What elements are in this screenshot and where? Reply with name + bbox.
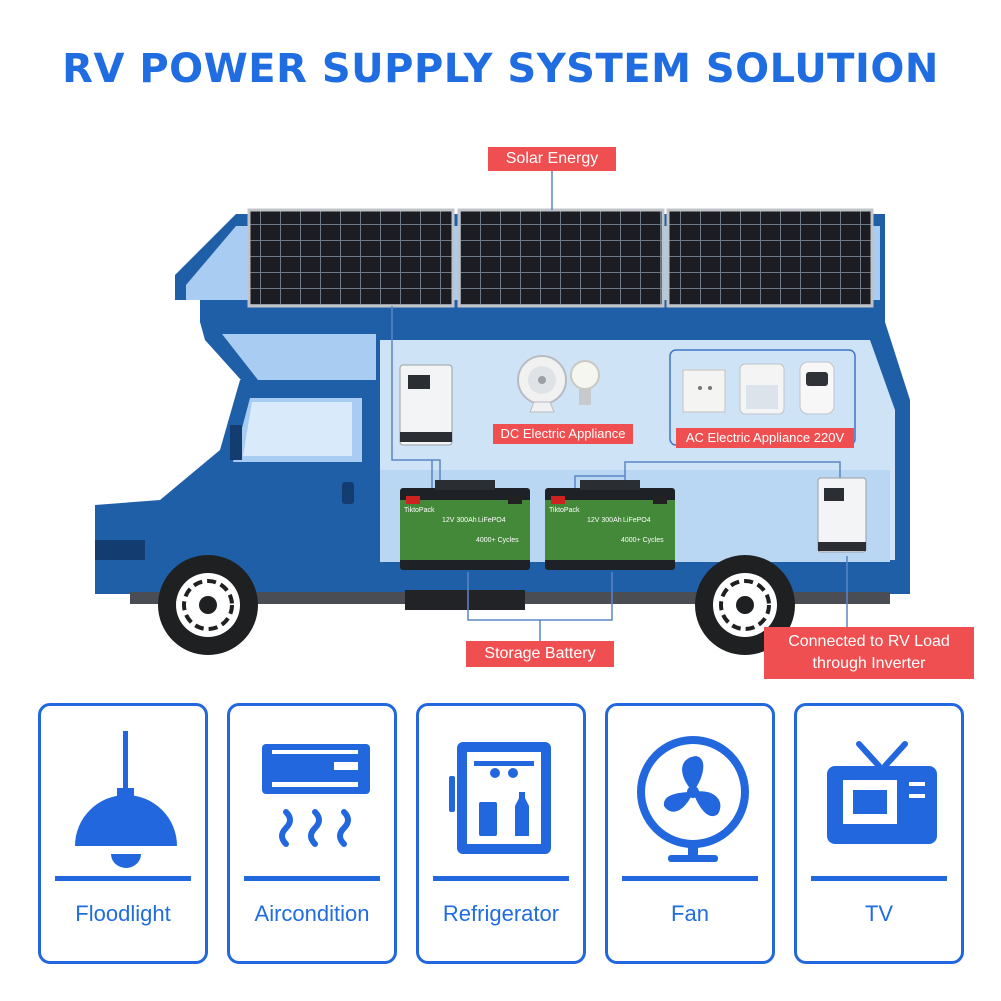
card-label: Fan [671, 901, 709, 926]
battery-1-brand: TiktoPack [404, 507, 435, 514]
card-divider [244, 876, 380, 881]
battery-1-spec: 12V 300Ah [442, 517, 477, 524]
card-label: Floodlight [75, 901, 171, 926]
card-refrigerator: Refrigerator [416, 703, 586, 964]
floodlight-icon [75, 731, 177, 868]
dc-appliance-label: DC Electric Appliance [493, 424, 633, 444]
wiring [391, 170, 848, 642]
storage-battery-label: Storage Battery [466, 641, 614, 667]
card-fan: Fan [605, 703, 775, 964]
ac-appliance-label: AC Electric Appliance 220V [676, 428, 854, 448]
solar-panel-1 [247, 208, 455, 308]
solar-panel-3 [666, 208, 874, 308]
solar-energy-label: Solar Energy [488, 147, 616, 171]
page-title: RV POWER SUPPLY SYSTEM SOLUTION [62, 46, 939, 92]
solar-panels [247, 208, 874, 308]
card-label: Refrigerator [442, 901, 560, 926]
storage-battery-1 [400, 480, 530, 570]
card-divider [622, 876, 758, 881]
inverter-load-line-2: through Inverter [812, 655, 926, 672]
storage-battery-2 [545, 480, 675, 570]
battery-2-cycles: 4000+ Cycles [621, 537, 664, 544]
battery-2-chem: LiFePO4 [623, 517, 651, 524]
heater-icon [799, 361, 835, 415]
battery-2-brand: TiktoPack [549, 507, 580, 514]
battery-1-chem: LiFePO4 [478, 517, 506, 524]
card-label: TV [864, 901, 894, 926]
battery-2-spec: 12V 300Ah [587, 517, 622, 524]
desk-fan-icon [517, 355, 567, 413]
inverter-load-label: Connected to RV Load through Inverter [764, 627, 974, 679]
refrigerator-icon [449, 742, 551, 854]
inverter-right-icon [817, 477, 867, 553]
rv-diagram: TiktoPack 12V 300Ah LiFePO4 4000+ Cycles… [95, 170, 910, 655]
card-floodlight: Floodlight [38, 703, 208, 964]
inverter-load-line-1: Connected to RV Load [788, 633, 950, 650]
ac-appliance-panel [669, 349, 856, 446]
power-socket-icon [682, 369, 726, 413]
card-divider [433, 876, 569, 881]
battery-1-cycles: 4000+ Cycles [476, 537, 519, 544]
inverter-icon [399, 364, 453, 446]
light-bulb-icon [570, 360, 600, 405]
front-wheel [158, 555, 258, 655]
card-aircondition: Aircondition [227, 703, 397, 964]
card-divider [55, 876, 191, 881]
card-divider [811, 876, 947, 881]
fan-icon [637, 736, 749, 862]
solar-panel-2 [457, 208, 665, 308]
tv-icon [827, 741, 937, 844]
card-tv: TV [794, 703, 964, 964]
card-label: Aircondition [254, 901, 370, 926]
air-conditioner-icon [262, 744, 370, 847]
